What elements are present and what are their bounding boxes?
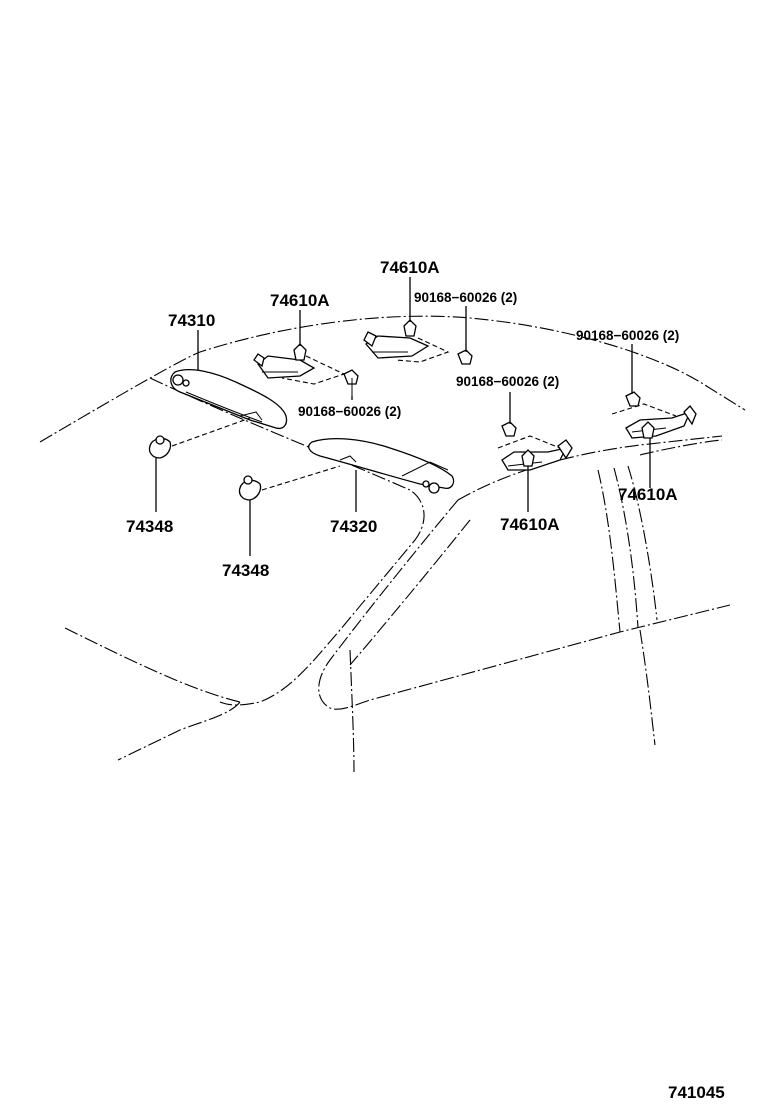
label-holder-right: 74348 <box>222 561 269 580</box>
figure-number: 741045 <box>668 1083 725 1102</box>
screw-1 <box>343 369 359 396</box>
label-screw-1: 90168−60026 (2) <box>298 404 401 419</box>
label-grip-1: 74610A <box>270 291 330 310</box>
screw-2 <box>457 349 473 365</box>
assist-grip-2 <box>363 319 450 363</box>
label-holder-left: 74348 <box>126 517 173 536</box>
visor-holder-left <box>148 417 251 459</box>
sun-visor-right <box>308 438 455 494</box>
label-visor-right: 74320 <box>330 517 377 536</box>
screw-3 <box>501 421 517 437</box>
label-grip-2: 74610A <box>380 258 440 277</box>
visor-holder-right <box>238 465 341 501</box>
label-screw-4: 90168−60026 (2) <box>576 328 679 343</box>
label-grip-4: 74610A <box>618 485 678 504</box>
part-labels: 74310 74610A 74610A 90168−60026 (2) 9016… <box>126 258 725 1102</box>
label-screw-2: 90168−60026 (2) <box>414 290 517 305</box>
label-visor-left: 74310 <box>168 311 215 330</box>
assist-grip-1 <box>253 343 346 385</box>
assist-grip-3 <box>497 435 573 471</box>
car-body-outline <box>39 315 746 773</box>
assist-grip-4 <box>611 403 697 439</box>
sun-visor-left <box>170 369 288 430</box>
leader-lines <box>155 277 651 556</box>
label-grip-3: 74610A <box>500 515 560 534</box>
screw-4 <box>625 391 641 407</box>
label-screw-3: 90168−60026 (2) <box>456 374 559 389</box>
